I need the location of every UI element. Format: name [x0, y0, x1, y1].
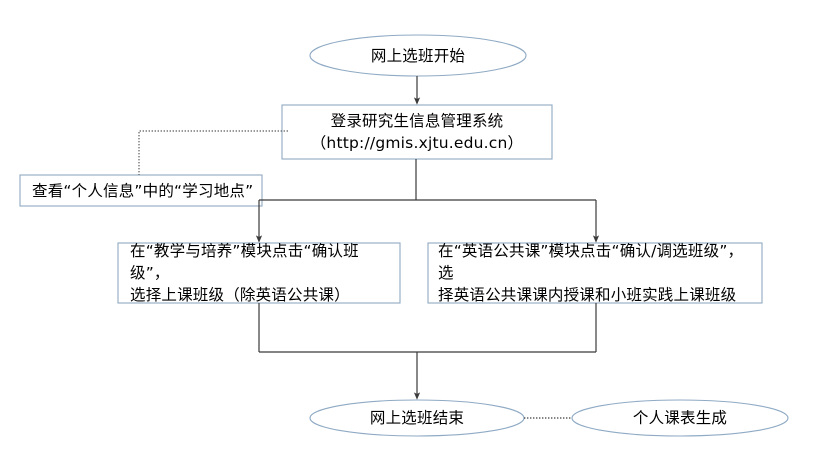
node-start-shape[interactable]	[309, 34, 527, 77]
node-check-personal-info-shape[interactable]	[19, 174, 263, 207]
node-english-public-course-module-shape[interactable]	[427, 242, 763, 304]
node-login-system-shape[interactable]	[281, 104, 553, 160]
node-schedule-generated-shape[interactable]	[571, 399, 789, 437]
connector-login-to-check-info	[138, 130, 288, 175]
node-end-shape[interactable]	[309, 399, 525, 437]
node-teaching-training-module-shape[interactable]	[117, 242, 401, 304]
